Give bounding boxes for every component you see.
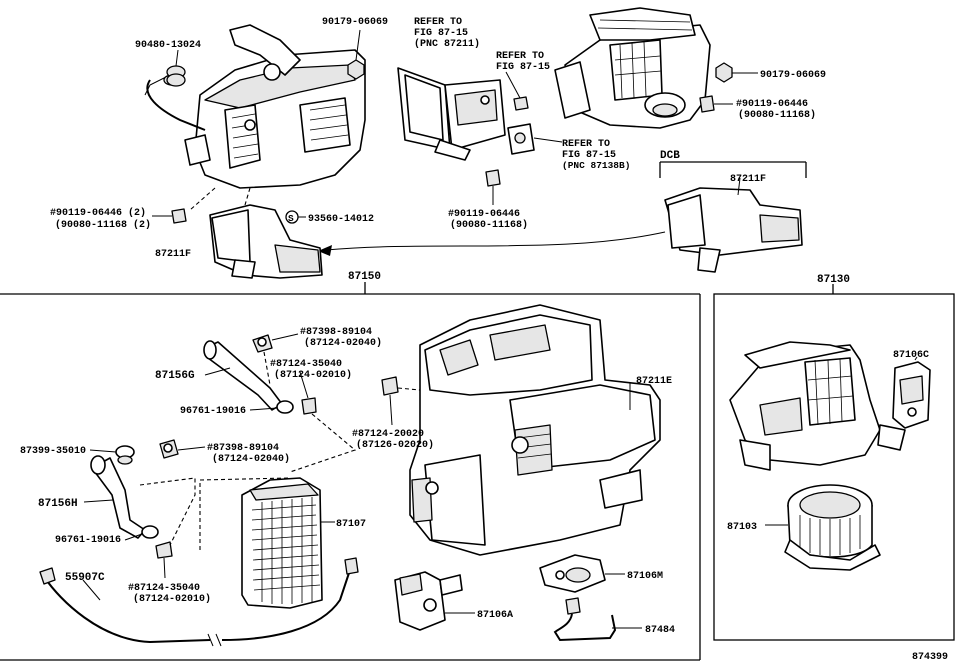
hose-87156g	[203, 340, 283, 411]
heater-core-87107	[241, 477, 335, 609]
label-87106c: 87106C	[893, 350, 929, 361]
bolt-90119-right	[699, 95, 733, 113]
bracket-87138b	[507, 123, 563, 155]
label-96761-19016-b: 96761-19016	[55, 535, 121, 546]
label-90119-06446-right: #90119-06446	[736, 99, 808, 110]
label-87211f-left: 87211F	[155, 249, 191, 260]
label-refer1-line3: (PNC 87211)	[414, 38, 480, 50]
label-dcb: DCB	[660, 150, 680, 162]
figure-number: 874399	[912, 652, 948, 663]
label-87211f-right: 87211F	[730, 174, 766, 185]
frame-dcb	[659, 161, 807, 178]
nut-90179-a	[347, 29, 365, 80]
label-87124-02010-a: (87124-02010)	[274, 369, 352, 381]
duct-87211f-right	[664, 177, 803, 273]
label-refer2-line1: REFER TO	[496, 51, 544, 62]
label-87211e: 87211E	[636, 376, 672, 387]
dash-hose-g	[289, 413, 357, 473]
blower-motor-87103	[765, 484, 881, 571]
s-mark	[285, 210, 306, 224]
label-90179-06069-b: 90179-06069	[760, 70, 826, 81]
blower-case-87130	[729, 341, 906, 471]
clip-87124-35040-b	[155, 541, 173, 579]
clamp-87399	[89, 445, 135, 465]
wire-harness-55907c	[39, 557, 359, 647]
dash-leader-1	[189, 187, 251, 211]
arrow-87211f	[318, 231, 666, 256]
label-87399-35010: 87399-35010	[20, 446, 86, 457]
clip-87124-35040-a	[299, 371, 317, 415]
label-90080-11168-center: (90080-11168)	[450, 219, 528, 231]
duct-87211f-left	[209, 204, 323, 279]
part-labels: 90480-13024 90179-06069 REFER TO FIG 87-…	[20, 17, 948, 663]
sensor-87484	[553, 597, 642, 642]
label-87124-35040-a: #87124-35040	[270, 359, 342, 370]
label-90119-06446-left: #90119-06446 (2)	[50, 207, 146, 219]
clamp-96761-b	[124, 525, 159, 541]
air-duct-87211	[397, 67, 506, 161]
clip-87398-a	[252, 333, 299, 353]
label-55907c: 55907C	[65, 572, 105, 584]
label-90480-13024: 90480-13024	[135, 40, 201, 51]
dash-87398a	[263, 351, 271, 386]
clip-87398-b	[159, 439, 206, 459]
label-90119-06446-center: #90119-06446	[448, 209, 520, 220]
heater-unit-assembly	[144, 24, 366, 189]
label-87398-89104-b: #87398-89104	[207, 443, 279, 454]
label-87124-02040-b: (87124-02040)	[212, 453, 290, 465]
label-refer3-line1: REFER TO	[562, 139, 610, 150]
heater-case-87211e	[409, 304, 661, 556]
label-90080-11168-right: (90080-11168)	[738, 109, 816, 121]
label-87103: 87103	[727, 522, 757, 533]
bolt-90119-center	[485, 169, 501, 205]
servo-motor-87106m	[539, 554, 625, 593]
label-87106m: 87106M	[627, 571, 663, 582]
label-90179-06069-a: 90179-06069	[322, 17, 388, 28]
label-refer1-line2: FIG 87-15	[414, 28, 468, 39]
label-87156g: 87156G	[155, 370, 195, 382]
label-87150: 87150	[348, 271, 381, 283]
label-87107: 87107	[336, 519, 366, 530]
label-refer3-line2: FIG 87-15	[562, 150, 616, 161]
label-refer3-line3: (PNC 87138B)	[562, 160, 630, 171]
label-93560-14012: 93560-14012	[308, 214, 374, 225]
label-96761-19016-a: 96761-19016	[180, 406, 246, 417]
label-refer2-line2: FIG 87-15	[496, 62, 550, 73]
label-87484: 87484	[645, 625, 675, 636]
label-87124-35040-b: #87124-35040	[128, 583, 200, 594]
resistor-87106c	[892, 356, 931, 429]
bolt-90119-left	[152, 208, 187, 224]
label-87126-02020: (87126-02020)	[356, 439, 434, 451]
clamp-96761-a	[249, 400, 294, 414]
label-87124-02040-a: (87124-02040)	[304, 337, 382, 349]
frame-87130	[713, 284, 955, 641]
label-87130: 87130	[817, 274, 850, 286]
label-87156h: 87156H	[38, 498, 78, 510]
nut-90179-b	[715, 62, 758, 83]
servo-motor-87106a	[394, 571, 475, 631]
dash-hose-h	[139, 477, 291, 550]
label-87124-20020: #87124-20020	[352, 429, 424, 440]
label-s-mark: S	[288, 213, 294, 224]
bolt-refer2	[505, 71, 529, 111]
grommet-90480	[166, 49, 186, 87]
frame-87150	[0, 282, 701, 661]
clip-87124-20020	[381, 376, 421, 426]
label-87124-02010-b: (87124-02010)	[133, 593, 211, 605]
label-87106a: 87106A	[477, 610, 513, 621]
hose-87156h	[83, 455, 146, 539]
label-90080-11168-left: (90080-11168 (2)	[55, 219, 151, 231]
label-refer1-line1: REFER TO	[414, 17, 462, 28]
blower-unit-top	[554, 7, 711, 129]
label-87398-89104-a: #87398-89104	[300, 327, 372, 338]
